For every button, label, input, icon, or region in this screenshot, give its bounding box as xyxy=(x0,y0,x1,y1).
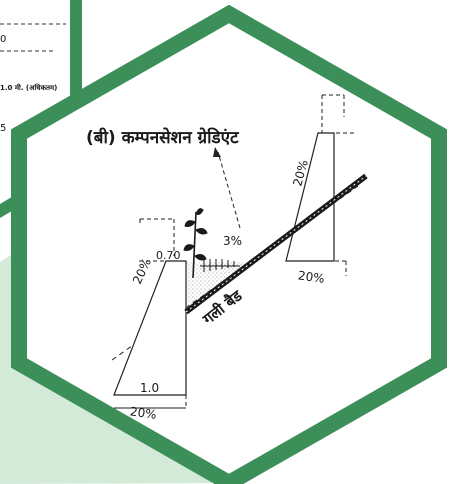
title-pointer-arrow xyxy=(213,147,241,229)
base-width-label: 1.0 xyxy=(140,381,159,395)
panel-note: 1.0 मी. (अधिकतम) xyxy=(0,83,57,92)
crest-width-label: 0.70 xyxy=(156,249,181,262)
panel-value-1: 0 xyxy=(0,34,6,45)
gradient-label: 3% xyxy=(223,234,242,248)
hexagon-frame xyxy=(11,4,447,484)
plant-icon xyxy=(183,208,208,279)
slope-label-right-face: 20% xyxy=(290,158,310,187)
panel-value-2: 5 xyxy=(0,123,6,134)
slope-label-left-base: 20% xyxy=(129,404,157,422)
slope-label-right-base: 20% xyxy=(297,268,325,286)
diagram-title: (बी) कम्पनसेशन ग्रेडिएंट xyxy=(86,127,240,148)
diagram-content: (बी) कम्पनसेशन ग्रेडिएंट 3% 0.70 1.0 20%… xyxy=(86,94,368,422)
ground-hatching xyxy=(200,259,240,272)
gully-bed-line xyxy=(184,173,368,315)
left-check-dam xyxy=(113,218,187,409)
